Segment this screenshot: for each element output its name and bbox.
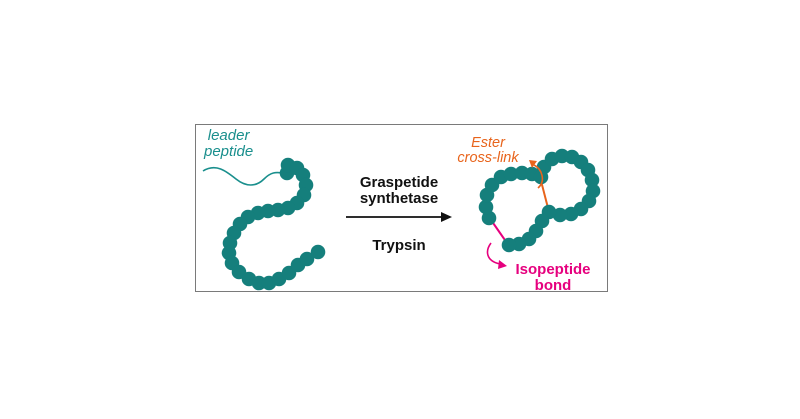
leader-peptide-tail <box>202 166 283 186</box>
ester-label-line1: Ester <box>471 135 505 151</box>
isopeptide-bond-label: Isopeptide bond <box>508 262 598 294</box>
ester-label-line2: cross-link <box>457 150 519 167</box>
ester-curved-arrow <box>533 164 544 189</box>
linear-peptide-chain <box>221 157 326 291</box>
ester-crosslink-label: Ester cross-link <box>449 135 527 167</box>
enzyme-label-line1: Graspetide <box>359 174 439 191</box>
bead <box>552 207 568 223</box>
isopeptide-bond-line <box>490 219 508 244</box>
enzyme-label-line2: synthetase <box>359 189 439 207</box>
cyclic-peptide-chain <box>478 148 601 253</box>
bead <box>310 244 326 260</box>
bead <box>563 206 579 222</box>
bead <box>503 166 519 182</box>
diagram-canvas <box>202 148 601 291</box>
iso-label-line2: bond <box>534 276 572 294</box>
bead <box>584 172 600 188</box>
enzyme-label: Graspetide synthetase <box>344 175 454 207</box>
bead <box>478 199 494 215</box>
isopeptide-curved-arrow <box>486 242 501 265</box>
leader-label-line2: peptide <box>204 142 254 160</box>
bead <box>481 210 497 226</box>
graspetide-diagram: leader peptide Graspetide synthetase Try… <box>195 124 608 294</box>
ester-arrow-head <box>529 160 537 168</box>
iso-label-line1: Isopeptide <box>515 261 591 278</box>
leader-label-line1: leader <box>207 127 250 144</box>
bead <box>251 275 267 291</box>
reaction-arrow-head <box>441 212 452 222</box>
isopeptide-arrow-head <box>498 260 507 269</box>
bead <box>299 251 315 267</box>
leader-peptide-label: leader peptide <box>204 128 253 160</box>
protease-label: Trypsin <box>372 237 426 254</box>
bead <box>501 237 517 253</box>
